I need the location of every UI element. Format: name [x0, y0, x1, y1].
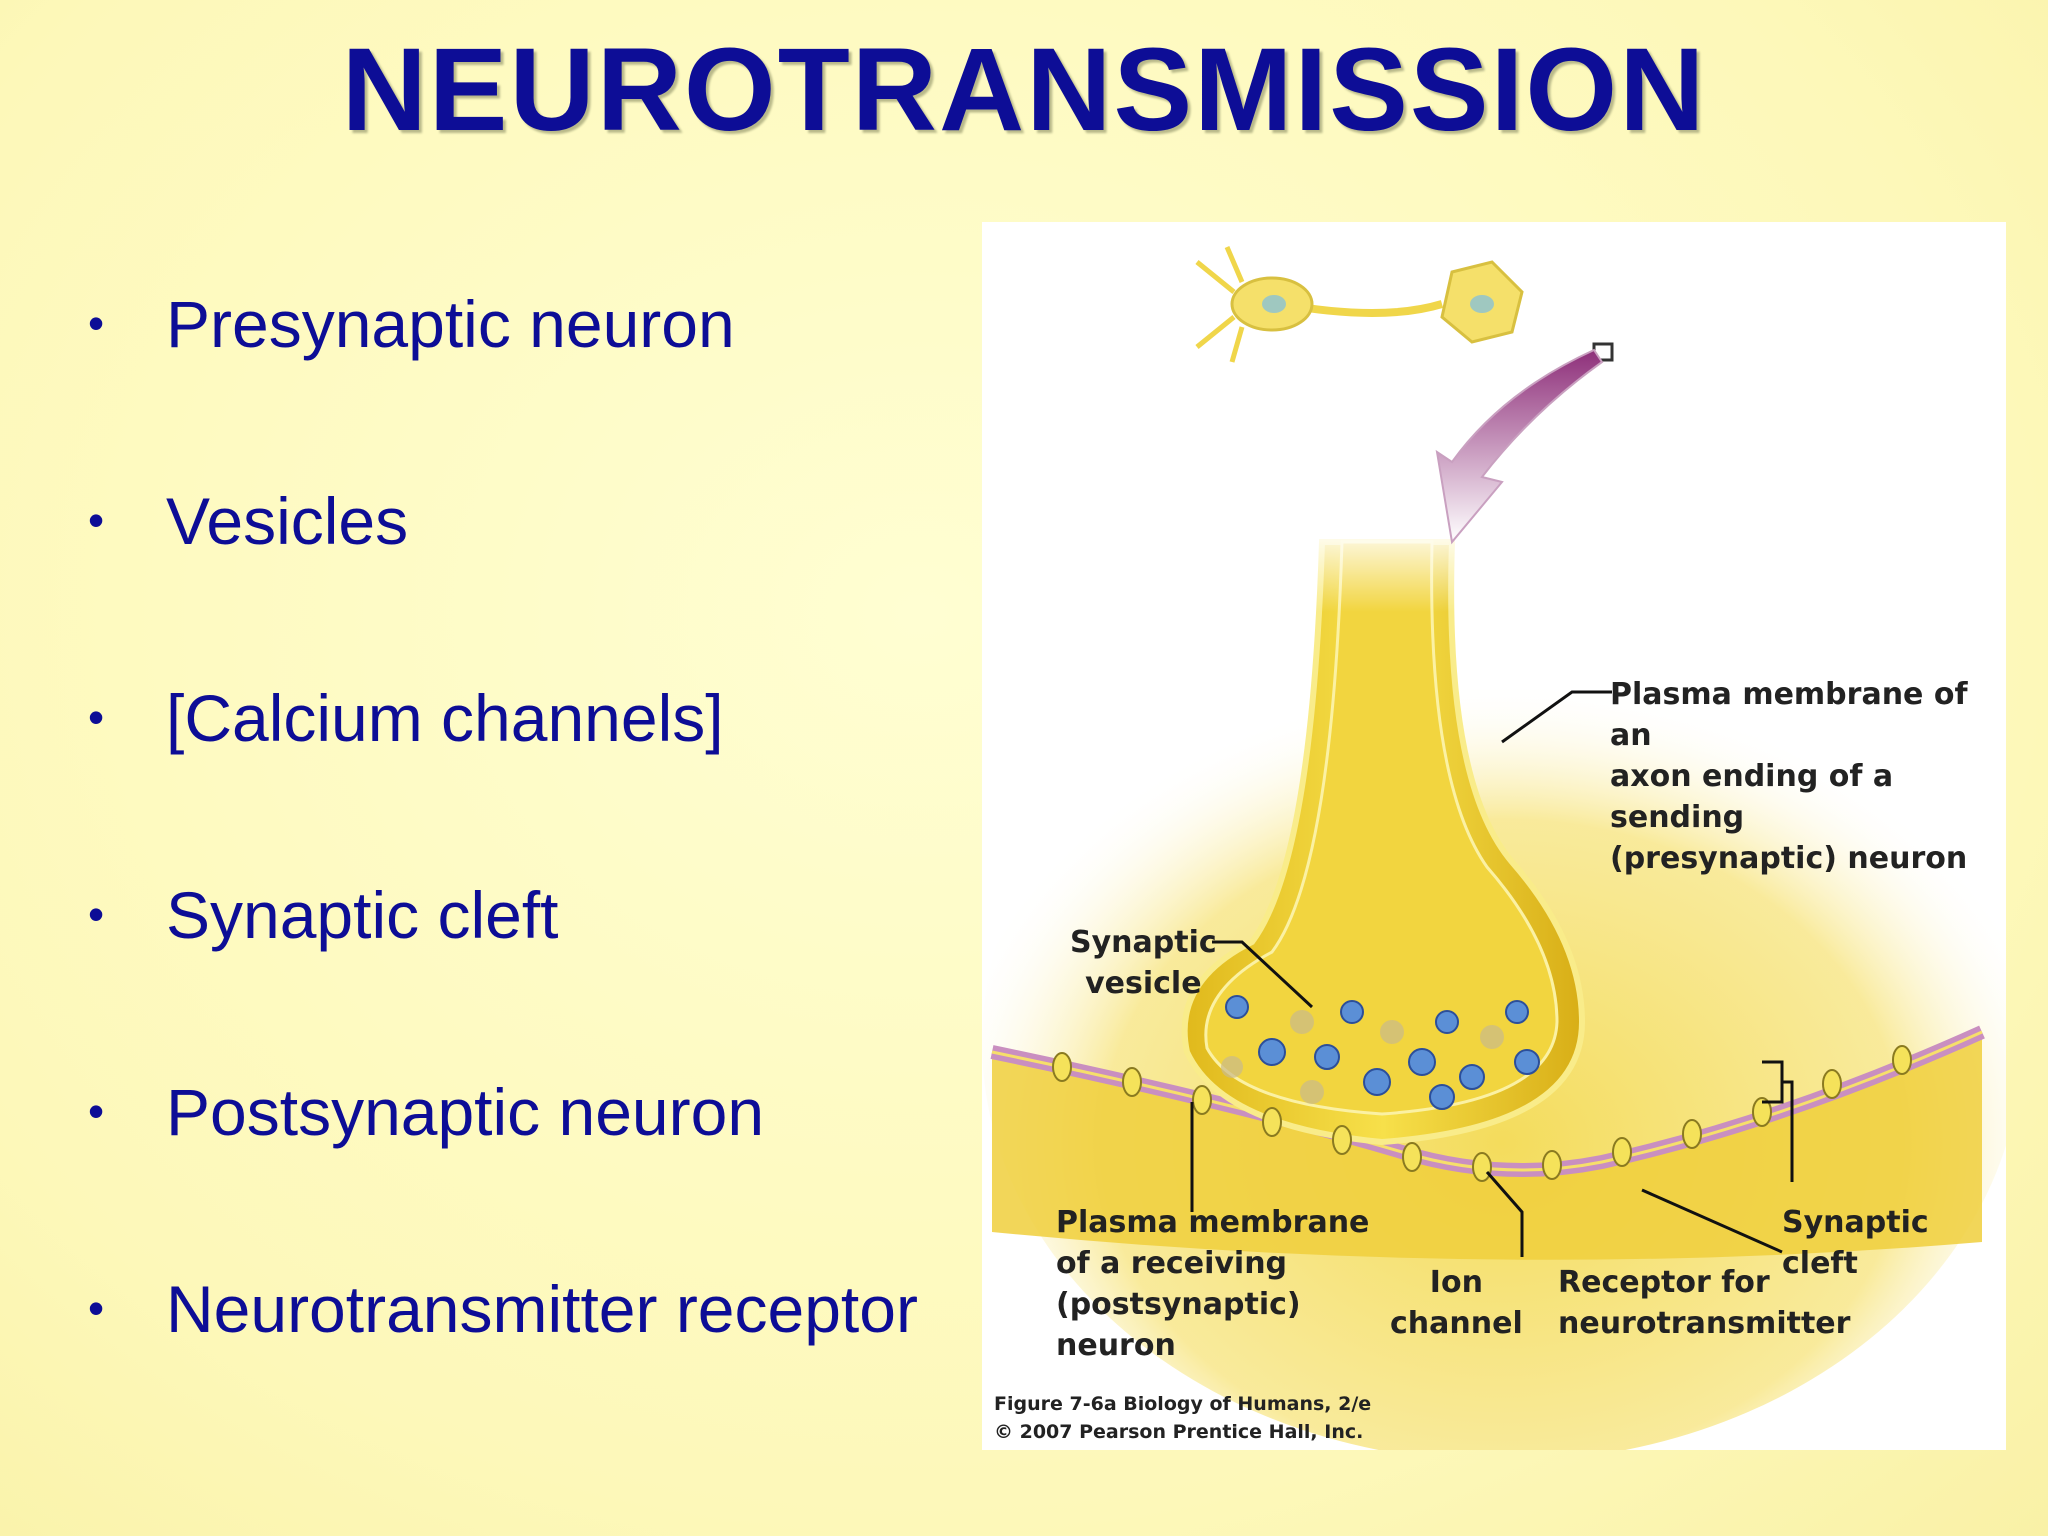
bullet-icon: • — [88, 1282, 105, 1334]
postsynaptic-neuron — [992, 1032, 1982, 1260]
bullet-icon: • — [88, 888, 105, 940]
bullet-icon: • — [88, 297, 105, 349]
vesicle-cluster — [1221, 995, 1540, 1110]
leader-lines — [1190, 690, 1794, 1257]
bullet-item: • Presynaptic neuron — [80, 287, 980, 487]
figure-credit: Figure 7-6a Biology of Humans, 2/e © 200… — [994, 1393, 1372, 1443]
bullet-icon: • — [88, 691, 105, 743]
receptor-row — [1052, 1045, 1912, 1182]
label-postsynaptic-membrane: Plasma membrane of a receiving (postsyna… — [1056, 1205, 1370, 1363]
bullet-item: • [Calcium channels] — [80, 681, 980, 881]
label-synaptic-cleft: Synaptic cleft — [1782, 1205, 1929, 1281]
bullet-item: • Neurotransmitter receptor — [80, 1272, 980, 1472]
neuron-icon — [1195, 246, 1614, 545]
label-ion-channel: Ion channel — [1390, 1265, 1523, 1341]
bullet-text: Neurotransmitter receptor — [166, 1272, 918, 1346]
bullet-text: Presynaptic neuron — [166, 287, 735, 361]
synapse-illustration — [982, 246, 2006, 1450]
bullet-item: • Synaptic cleft — [80, 878, 980, 1078]
synapse-figure: Plasma membrane of an axon ending of a s… — [982, 222, 2006, 1450]
label-synaptic-vesicle: Synaptic vesicle — [1070, 925, 1217, 1001]
label-receptor: Receptor for neurotransmitter — [1558, 1265, 1851, 1341]
bullet-item: • Postsynaptic neuron — [80, 1075, 980, 1275]
bullet-icon: • — [88, 1085, 105, 1137]
bullet-text: Synaptic cleft — [166, 878, 559, 952]
label-presynaptic-membrane: Plasma membrane of an axon ending of a s… — [1610, 677, 1968, 876]
bullet-list: • Presynaptic neuron • Vesicles • [Calcium … — [80, 287, 980, 1472]
slide-title: NEUROTRANSMISSION — [341, 24, 1707, 156]
bullet-text: Postsynaptic neuron — [166, 1075, 765, 1149]
bullet-text: [Calcium channels] — [166, 681, 724, 755]
bullet-text: Vesicles — [166, 484, 409, 558]
bullet-icon: • — [88, 494, 105, 546]
bullet-item: • Vesicles — [80, 484, 980, 684]
axon-inner — [1204, 540, 1559, 1116]
